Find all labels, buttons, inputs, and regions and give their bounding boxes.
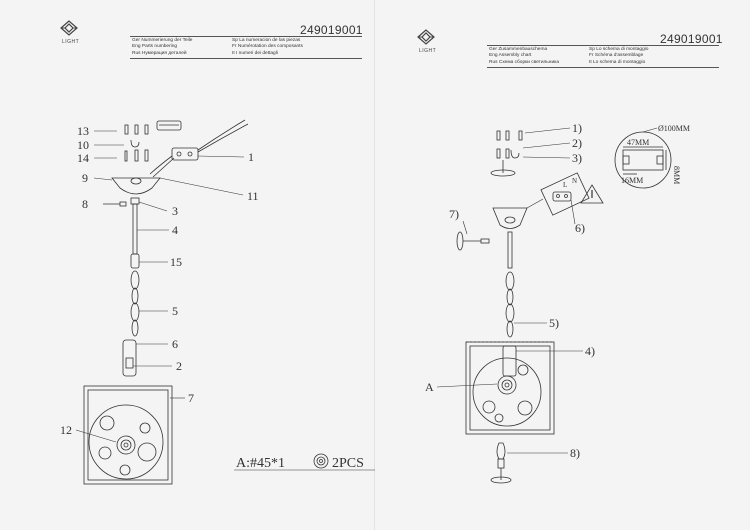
lampholder-icon xyxy=(122,339,137,377)
callout-12: 12 xyxy=(60,423,72,437)
crystal-rosette-icon xyxy=(313,453,329,469)
callout-4: 4 xyxy=(172,223,178,237)
header-rule-bottom xyxy=(130,58,362,59)
header-right-column: Sp Lo schema di montaggio Fr Schéma d'as… xyxy=(589,47,649,65)
right-page-assembly-chart: LIGHT 249019001 Ger Zusammenbauschema En… xyxy=(375,0,750,530)
callout-6: 6) xyxy=(575,221,585,235)
brand-logo xyxy=(60,20,78,36)
brand-logo-text: LIGHT xyxy=(419,48,437,54)
callout-7: 7 xyxy=(188,391,194,405)
terminal-label-l: L xyxy=(563,181,567,189)
callout-15: 15 xyxy=(170,255,182,269)
callout-a: A xyxy=(425,380,434,394)
brand-logo-text: LIGHT xyxy=(62,39,80,45)
callout-3: 3 xyxy=(172,204,178,218)
candle-bulb-icon xyxy=(490,442,512,484)
side-screw-icon xyxy=(456,231,490,251)
callout-2: 2 xyxy=(176,359,182,373)
page-fold-line xyxy=(374,0,375,530)
assembly-chart-drawing: L N Ø100MM 47MM 16MM 8MM 1) 2) 3) 6) 7) … xyxy=(425,121,690,484)
header-rule xyxy=(487,45,719,46)
terminal-label-n: N xyxy=(572,177,577,185)
dimension-depth: 16MM xyxy=(621,176,643,185)
coupling-icon xyxy=(130,253,140,269)
parts-numbering-drawing: 13 10 14 9 8 1 11 3 4 15 5 6 2 7 12 A:#4… xyxy=(60,119,375,485)
terminal-block-icon xyxy=(171,147,199,161)
callout-1: 1 xyxy=(248,150,254,164)
header-rule-bottom xyxy=(487,67,719,68)
terminal-connection-icon xyxy=(540,172,590,216)
canopy-icon xyxy=(492,207,528,229)
dimension-diameter: Ø100MM xyxy=(658,124,690,133)
callout-5: 5 xyxy=(172,304,178,318)
callout-10: 10 xyxy=(77,138,89,152)
callout-11: 11 xyxy=(247,189,259,203)
note-qty: 2PCS xyxy=(332,456,364,471)
callout-1: 1) xyxy=(572,121,582,135)
warning-triangle-icon xyxy=(580,184,604,204)
screw-icon xyxy=(124,124,149,135)
leader-lines xyxy=(75,130,245,443)
callout-13: 13 xyxy=(77,124,89,138)
dimension-width: 47MM xyxy=(627,138,649,147)
callout-4: 4) xyxy=(585,344,595,358)
crystal-quantity-note: A:#45*1 2PCS xyxy=(234,453,375,471)
chain-icon xyxy=(505,271,515,338)
mains-wire-icon xyxy=(197,119,246,151)
mounting-plate-dimension-icon xyxy=(614,127,672,189)
callout-3: 3) xyxy=(572,151,582,165)
callout-7: 7) xyxy=(449,207,459,221)
callout-14: 14 xyxy=(77,151,89,165)
parts-callouts: 13 10 14 9 8 1 11 3 4 15 5 6 2 7 12 xyxy=(60,124,259,437)
square-shade-icon xyxy=(465,341,555,435)
dimension-height: 8MM xyxy=(672,166,681,184)
rod-icon xyxy=(507,231,513,269)
header-left-column: Ger Nummerierung der Teile Eng Parts num… xyxy=(132,38,193,56)
assembly-callouts: 1) 2) 3) 6) 7) 5) 4) A 8) xyxy=(425,121,595,460)
callout-5: 5) xyxy=(549,316,559,330)
callout-8: 8 xyxy=(82,197,88,211)
chain-icon xyxy=(130,270,140,337)
mounting-bracket-icon xyxy=(156,120,182,131)
rod-icon xyxy=(132,203,138,255)
brand-logo xyxy=(417,29,435,45)
square-shade-icon xyxy=(83,385,173,485)
callout-9: 9 xyxy=(82,171,88,185)
header-left-column: Ger Zusammenbauschema Eng Assembly chart… xyxy=(489,47,560,65)
canopy-icon xyxy=(111,177,161,195)
article-code: 249019001 xyxy=(300,23,363,37)
note-text: A:#45*1 xyxy=(236,456,285,471)
left-page-parts-numbering: LIGHT 249019001 Ger Nummerierung der Tei… xyxy=(60,20,375,485)
callout-6: 6 xyxy=(172,337,178,351)
hook-icon xyxy=(510,149,520,159)
callout-2: 2) xyxy=(572,136,582,150)
article-code: 249019001 xyxy=(660,32,723,46)
callout-8: 8) xyxy=(570,446,580,460)
dimension-labels: Ø100MM 47MM 16MM 8MM xyxy=(621,124,690,185)
hook-icon xyxy=(130,139,140,148)
header-rule xyxy=(130,36,362,37)
header-right-column: Sp La numeracion de las piezas Fr Numéro… xyxy=(232,38,303,56)
